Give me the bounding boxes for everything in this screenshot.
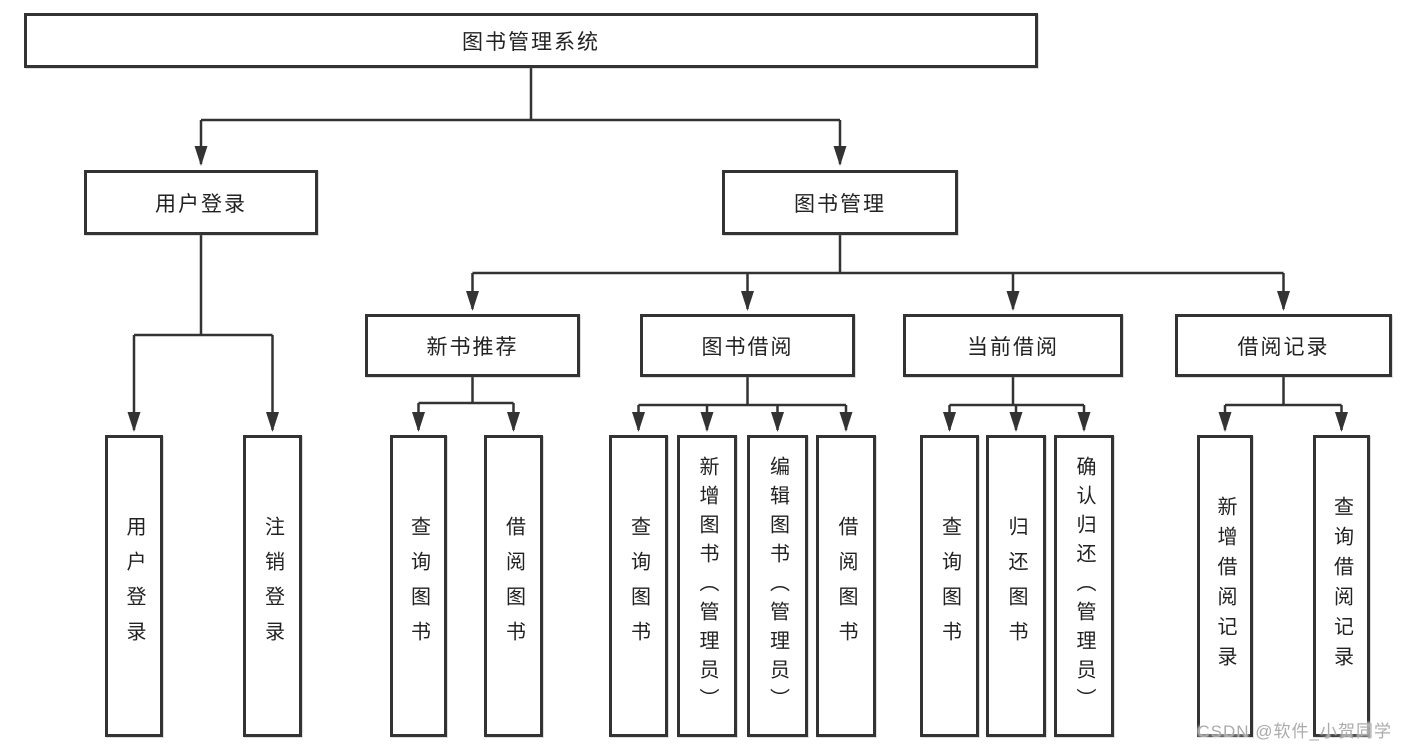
edges-user-login: [127, 235, 279, 432]
node-user-login: 用户登录: [84, 170, 318, 235]
node-edit-books-admin: 编辑图书（管理员）: [747, 435, 808, 737]
node-confirm-return-admin: 确认归还（管理员）: [1054, 435, 1114, 737]
csdn-watermark: CSDN @软件_小贺同学: [1197, 722, 1392, 741]
node-leaf-user-login: 用户登录: [105, 435, 163, 737]
node-user-login-label: 用户登录: [155, 192, 247, 216]
node-add-books-admin-label: 新增图书（管理员）: [696, 455, 718, 717]
node-confirm-return-admin-label: 确认归还（管理员）: [1073, 455, 1095, 717]
node-borrow-books-2: 借阅图书: [816, 435, 876, 737]
node-book-borrowing: 图书借阅: [640, 314, 855, 377]
edges-book-mgmt: [466, 235, 1290, 311]
node-leaf-user-login-label: 用户登录: [123, 516, 145, 656]
node-return-books: 归还图书: [986, 435, 1046, 737]
node-query-borrow-record-label: 查询借阅记录: [1330, 496, 1353, 676]
node-current-borrowing: 当前借阅: [903, 314, 1123, 377]
node-return-books-label: 归还图书: [1005, 516, 1027, 656]
node-borrowing-records-label: 借阅记录: [1237, 335, 1330, 359]
node-borrow-books: 借阅图书: [484, 435, 543, 737]
node-add-borrow-record: 新增借阅记录: [1197, 435, 1253, 737]
node-add-books-admin: 新增图书（管理员）: [677, 435, 737, 737]
node-leaf-logout-label: 注销登录: [261, 516, 284, 656]
node-root-label: 图书管理系统: [462, 30, 600, 54]
node-book-borrowing-label: 图书借阅: [701, 335, 794, 359]
node-query-books-3-label: 查询图书: [938, 516, 961, 656]
node-query-books-2-label: 查询图书: [627, 516, 650, 656]
node-query-books-3: 查询图书: [920, 435, 979, 737]
node-edit-books-admin-label: 编辑图书（管理员）: [766, 455, 789, 717]
node-borrowing-records: 借阅记录: [1175, 314, 1392, 377]
node-current-borrowing-label: 当前借阅: [967, 335, 1059, 359]
node-new-book-recommendation: 新书推荐: [365, 314, 580, 377]
node-query-books-2: 查询图书: [609, 435, 668, 737]
node-borrow-books-2-label: 借阅图书: [835, 516, 857, 656]
node-new-book-recommendation-label: 新书推荐: [426, 335, 519, 359]
node-leaf-logout: 注销登录: [243, 435, 302, 737]
edges-borrow-records: [1218, 377, 1348, 432]
node-book-management: 图书管理: [722, 170, 958, 235]
node-query-books-label: 查询图书: [407, 516, 430, 656]
node-borrow-books-label: 借阅图书: [502, 516, 525, 656]
node-root: 图书管理系统: [24, 13, 1038, 68]
edges-book-borrow: [632, 377, 853, 432]
edges-root: [194, 68, 847, 166]
edges-new-book-rec: [412, 377, 520, 432]
node-add-borrow-record-label: 新增借阅记录: [1214, 496, 1236, 676]
node-book-management-label: 图书管理: [794, 192, 886, 216]
node-query-books: 查询图书: [390, 435, 447, 737]
node-query-borrow-record: 查询借阅记录: [1313, 435, 1370, 737]
edges-current-borrow: [943, 377, 1091, 432]
